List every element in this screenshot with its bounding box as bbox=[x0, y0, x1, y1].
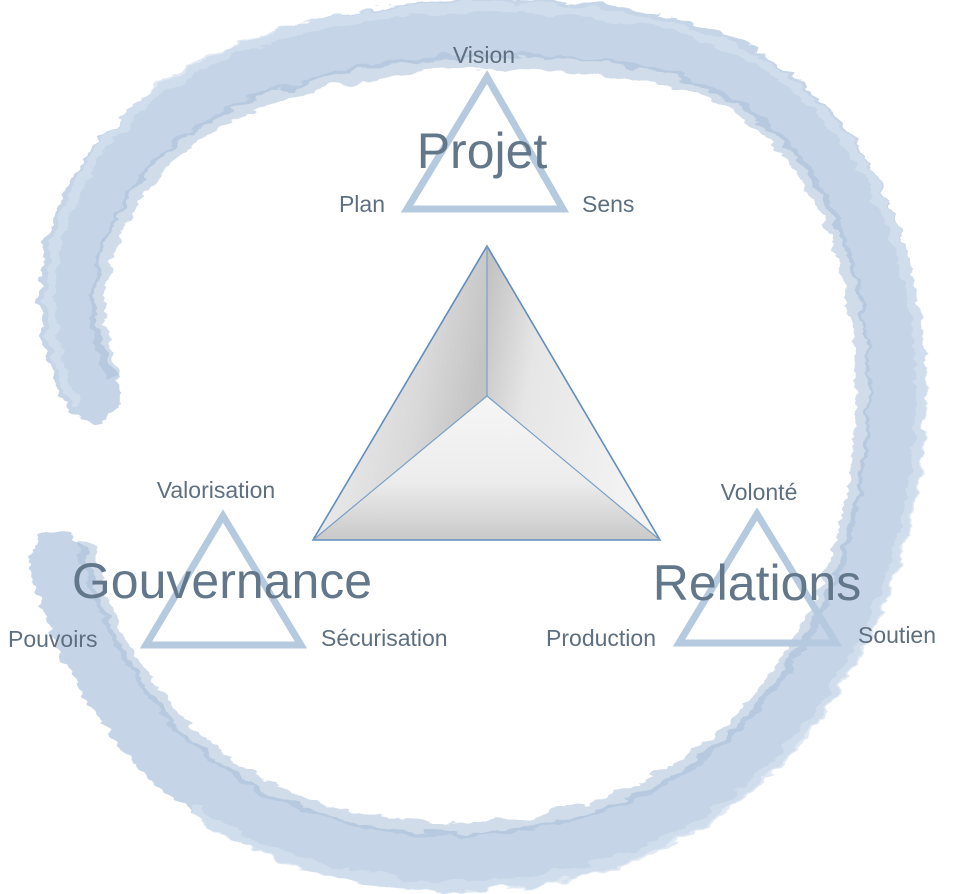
relations-triangle bbox=[672, 507, 843, 647]
brush-ring-outer-stroke bbox=[45, 2, 926, 892]
pyramid-outline bbox=[311, 244, 662, 541]
projet-title: Projet bbox=[417, 123, 548, 179]
projet-top-label: Vision bbox=[453, 42, 515, 68]
gouvernance-top-label: Valorisation bbox=[157, 477, 275, 503]
relations-title: Relations bbox=[653, 555, 861, 611]
pyramid-edge-right bbox=[486, 395, 661, 541]
pyramid-face-bottom bbox=[313, 396, 660, 540]
relations-top-label: Volonté bbox=[721, 479, 798, 505]
brush-ring-inner-stroke bbox=[78, 54, 870, 837]
gouvernance-title: Gouvernance bbox=[72, 553, 372, 609]
central-pyramid bbox=[311, 244, 662, 541]
brush-ring bbox=[29, 0, 926, 892]
relations-left-label: Production bbox=[546, 625, 656, 651]
projet-left-label: Plan bbox=[339, 191, 385, 217]
pyramid-edge-left bbox=[312, 395, 488, 541]
group-projet: Projet Vision Plan Sens bbox=[339, 42, 634, 217]
gouvernance-left-label: Pouvoirs bbox=[8, 626, 97, 652]
brush-ring-main-stroke bbox=[29, 0, 925, 891]
group-gouvernance: Gouvernance Valorisation Pouvoirs Sécuri… bbox=[8, 477, 448, 652]
gouvernance-right-label: Sécurisation bbox=[321, 625, 448, 651]
projet-right-label: Sens bbox=[582, 191, 634, 217]
relations-right-label: Soutien bbox=[858, 622, 936, 648]
group-relations: Relations Volonté Production Soutien bbox=[546, 479, 936, 651]
gouvernance-triangle bbox=[139, 509, 308, 649]
projet-triangle bbox=[400, 70, 570, 213]
